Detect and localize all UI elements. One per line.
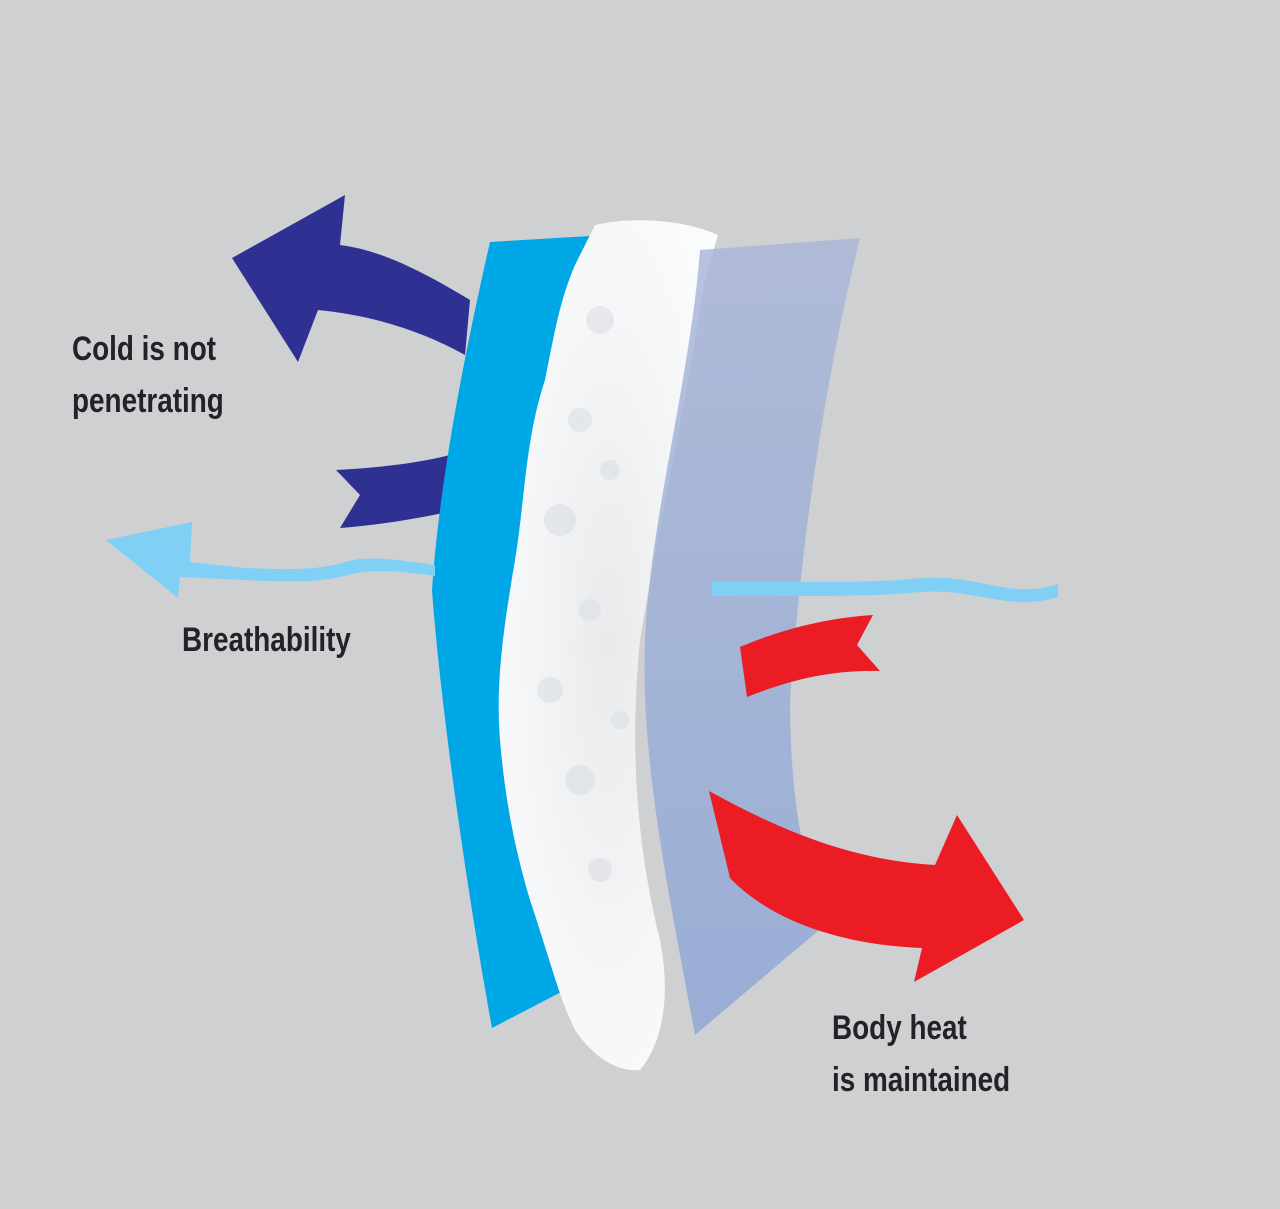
heat-label-line1: Body heat <box>832 1009 967 1047</box>
heat-reflected-arrow <box>709 791 1024 982</box>
breathability-arrow-left <box>106 522 435 598</box>
breathability-label-text: Breathability <box>182 621 351 659</box>
insulation-texture <box>537 306 629 882</box>
cold-blocked-arrow <box>336 455 450 528</box>
breathability-label: Breathability <box>182 614 351 666</box>
heat-retained-arrow <box>740 615 880 697</box>
cold-reflected-arrow <box>232 195 470 362</box>
cold-label-line1: Cold is not <box>72 330 217 368</box>
cold-label-line2: penetrating <box>72 382 224 420</box>
breathability-wave-right <box>712 577 1058 602</box>
heat-label-line2: is maintained <box>832 1061 1011 1099</box>
insulation-layer <box>498 220 718 1071</box>
inner-lining-layer <box>644 238 860 1035</box>
cold-label: Cold is not penetrating <box>72 323 224 427</box>
heat-label: Body heat is maintained <box>832 1002 1010 1106</box>
